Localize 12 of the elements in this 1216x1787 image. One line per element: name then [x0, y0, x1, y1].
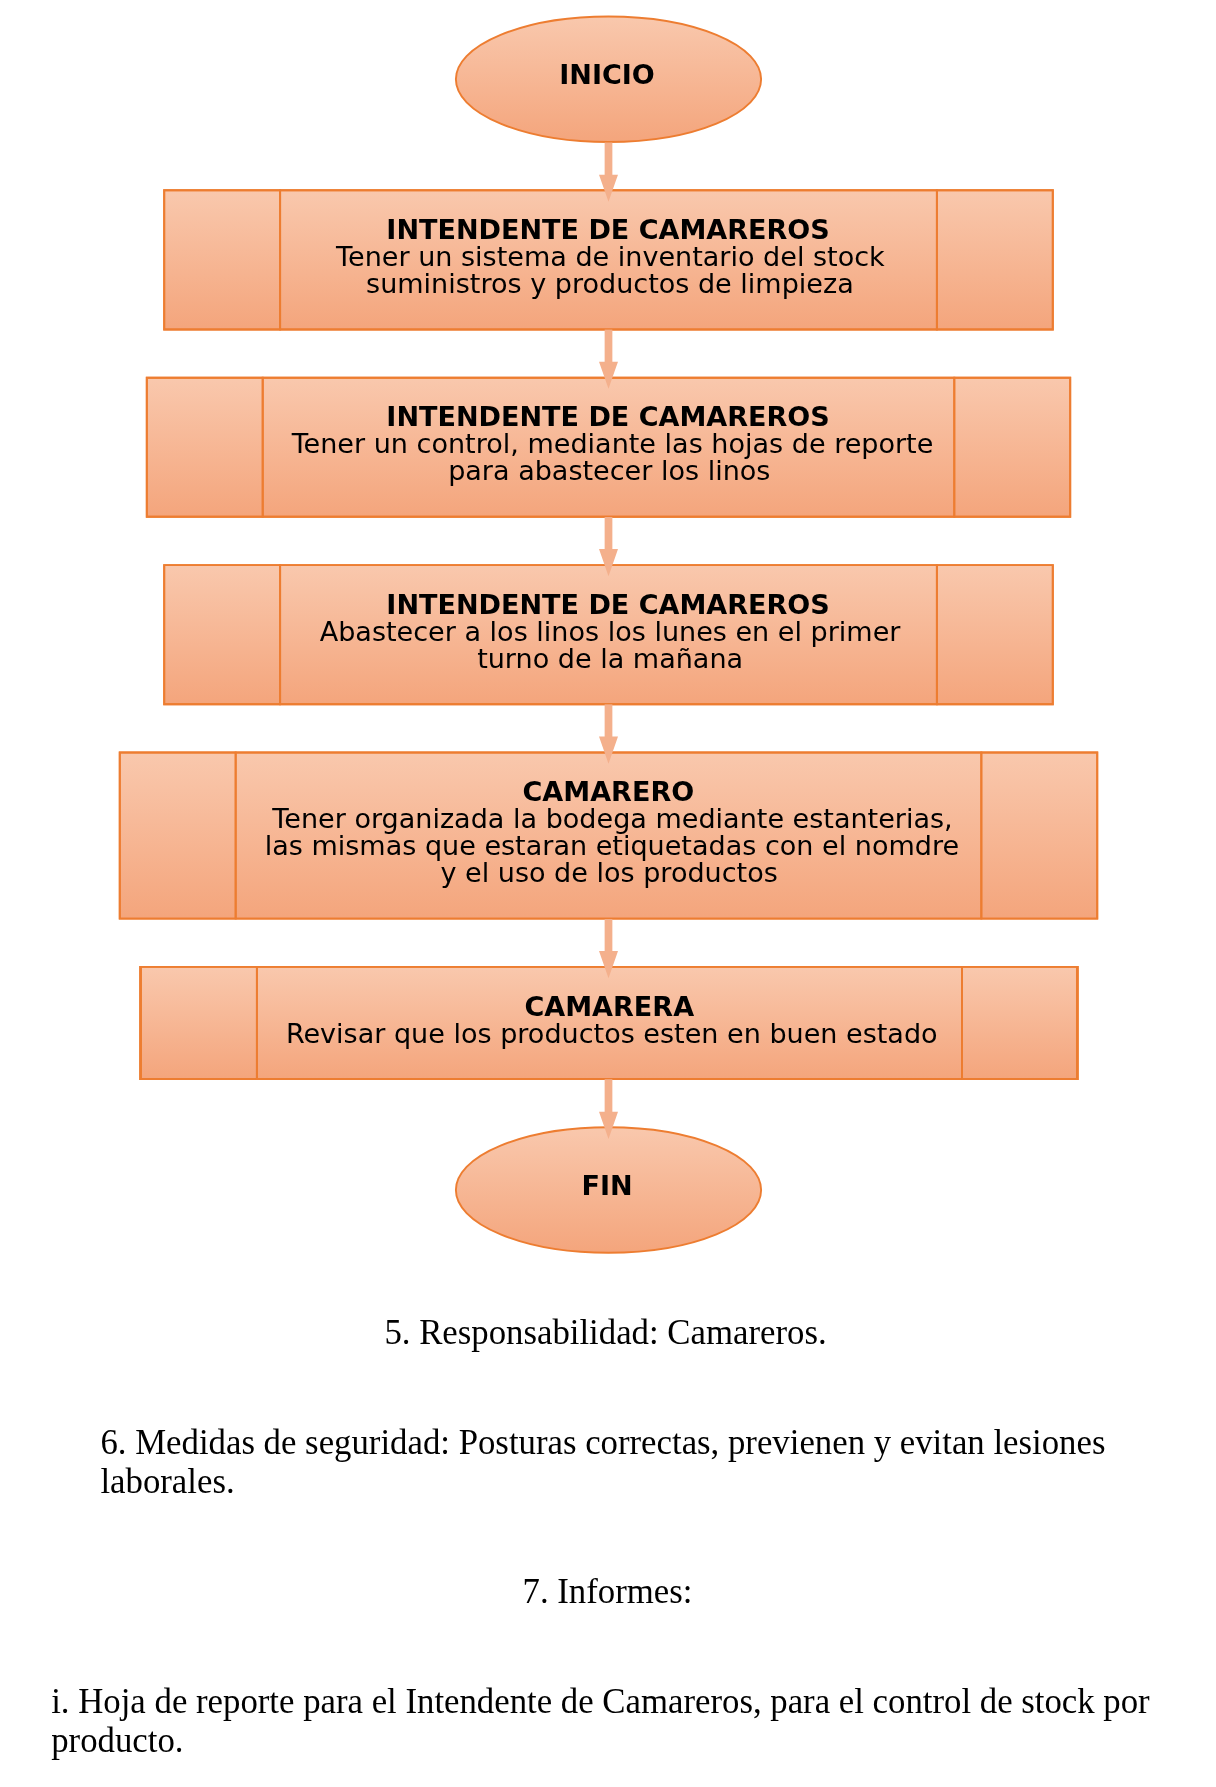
label: 5. Responsabilidad: Camareros. [383, 1313, 827, 1353]
label: 7. Informes: [522, 1572, 692, 1612]
arrow [598, 142, 618, 202]
node-ellipse: FIN [454, 1126, 762, 1254]
label: i. Hoja de reporte para el Intendente de Camareros, para el control de stock por producto. [50, 1682, 1150, 1760]
arrow [598, 704, 618, 764]
arrow [598, 329, 618, 389]
arrow [598, 1079, 618, 1139]
node-ellipse: INICIO [454, 15, 762, 143]
label: 6. Medidas de seguridad: Posturas correctas, previenen y evitan lesiones laborales. [99, 1423, 1105, 1502]
arrow [598, 919, 618, 979]
arrow [598, 517, 618, 577]
